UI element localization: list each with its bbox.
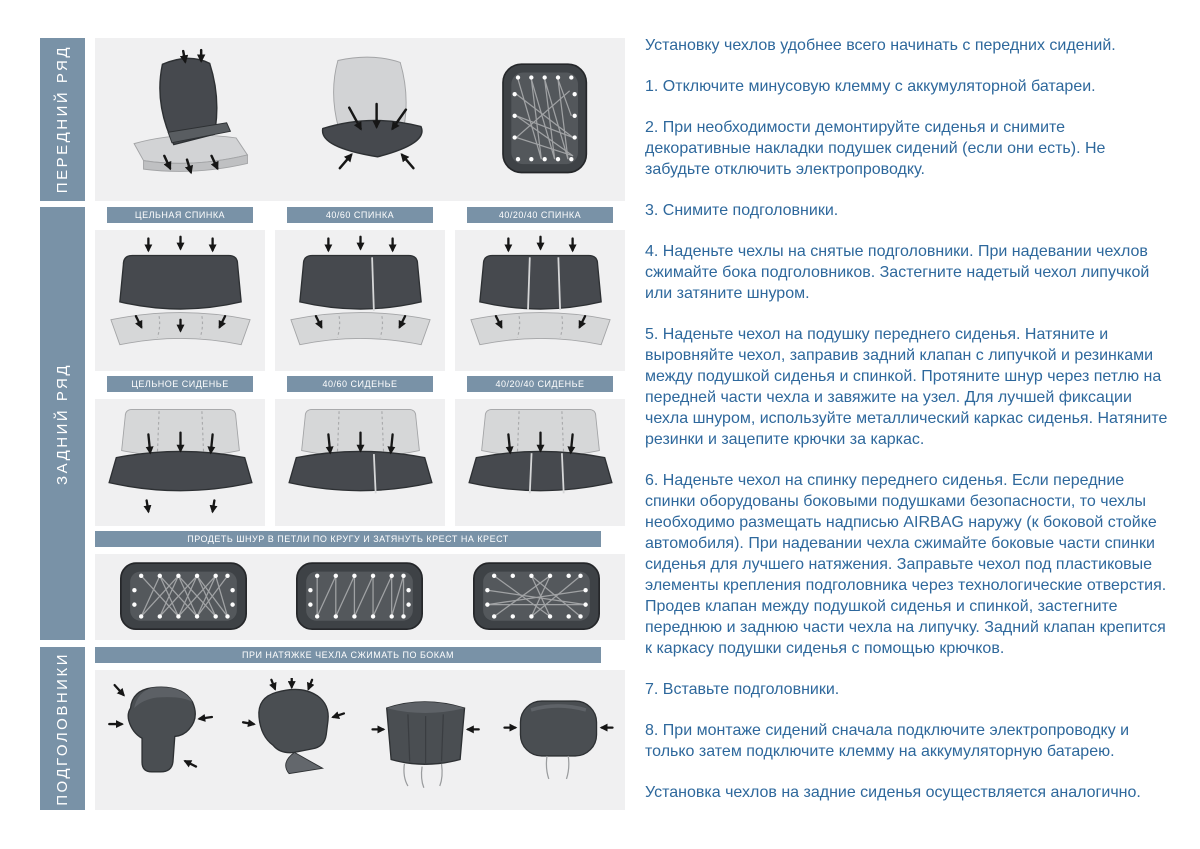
instruction-step-1: 1. Отключите минусовую клемму с аккумуля… bbox=[645, 78, 1096, 95]
rear-backrest-40-60-panel bbox=[275, 230, 445, 371]
instruction-step-3: 3. Снимите подголовники. bbox=[645, 202, 839, 219]
rear-backrest-40-20-40-illustration bbox=[469, 235, 611, 345]
headrest-panel bbox=[95, 670, 625, 810]
rear-cushion-solid-panel bbox=[95, 399, 265, 526]
cushion-panel-row bbox=[95, 399, 625, 526]
lacing-panel bbox=[95, 554, 625, 640]
instructions-column: Установку чехлов удобнее всего начинать … bbox=[645, 35, 1169, 823]
lacing-caption-row: ПРОДЕТЬ ШНУР В ПЕТЛИ ПО КРУГУ И ЗАТЯНУТЬ… bbox=[95, 531, 625, 547]
instruction-step-2: 2. При необходимости демонтируйте сидень… bbox=[645, 119, 1106, 178]
lacing-frame-illustration-1 bbox=[119, 562, 247, 631]
rear-cushion-40-20-40-panel bbox=[455, 399, 625, 526]
front-row-panel bbox=[95, 38, 625, 201]
instruction-step-8: 8. При монтаже сидений сначала подключит… bbox=[645, 722, 1130, 760]
rear-cushion-40-60-panel bbox=[275, 399, 445, 526]
rear-backrest-40-60-illustration bbox=[289, 235, 431, 345]
headrest-caption-row: ПРИ НАТЯЖКЕ ЧЕХЛА СЖИМАТЬ ПО БОКАМ bbox=[95, 647, 625, 663]
caption-solid-cushion: ЦЕЛЬНОЕ СИДЕНЬЕ bbox=[107, 376, 253, 392]
rail-front-row-label: ПЕРЕДНИЙ РЯД bbox=[54, 45, 71, 194]
caption-lacing: ПРОДЕТЬ ШНУР В ПЕТЛИ ПО КРУГУ И ЗАТЯНУТЬ… bbox=[95, 531, 601, 547]
lacing-frame-illustration-3 bbox=[473, 562, 601, 631]
rear-backrest-40-20-40-panel bbox=[455, 230, 625, 371]
front-seat-back-lacing-illustration bbox=[502, 62, 588, 173]
rail-front-row: ПЕРЕДНИЙ РЯД bbox=[40, 38, 85, 201]
lacing-frame-illustration-2 bbox=[296, 562, 424, 631]
front-seat-cushion-cover-illustration bbox=[321, 56, 423, 169]
instruction-intro: Установку чехлов удобнее всего начинать … bbox=[645, 37, 1116, 54]
caption-solid-backrest: ЦЕЛЬНАЯ СПИНКА bbox=[107, 207, 253, 223]
caption-headrests: ПРИ НАТЯЖКЕ ЧЕХЛА СЖИМАТЬ ПО БОКАМ bbox=[95, 647, 601, 663]
rear-cushion-40-20-40-illustration bbox=[467, 408, 613, 493]
rear-cushion-solid-illustration bbox=[107, 408, 253, 513]
caption-40-60-backrest: 40/60 СПИНКА bbox=[287, 207, 433, 223]
caption-40-20-40-backrest: 40/20/40 СПИНКА bbox=[467, 207, 613, 223]
instruction-step-7: 7. Вставьте подголовники. bbox=[645, 681, 840, 698]
backrest-panel-row bbox=[95, 230, 625, 371]
caption-40-20-40-cushion: 40/20/40 СИДЕНЬЕ bbox=[467, 376, 613, 392]
instruction-step-5: 5. Наденьте чехол на подушку переднего с… bbox=[645, 326, 1168, 448]
rear-backrest-solid-panel bbox=[95, 230, 265, 371]
rail-headrests: ПОДГОЛОВНИКИ bbox=[40, 647, 85, 810]
caption-40-60-cushion: 40/60 СИДЕНЬЕ bbox=[287, 376, 433, 392]
rail-headrests-label: ПОДГОЛОВНИКИ bbox=[54, 651, 71, 806]
headrest-illustration-3 bbox=[371, 701, 480, 788]
headrest-illustration-4 bbox=[503, 700, 614, 780]
rear-backrest-solid-illustration bbox=[109, 235, 251, 345]
headrest-illustration-2 bbox=[242, 678, 346, 775]
headrest-illustration-1 bbox=[107, 684, 213, 773]
instruction-step-6: 6. Наденьте чехол на спинку переднего си… bbox=[645, 472, 1167, 657]
rail-rear-row: ЗАДНИЙ РЯД bbox=[40, 207, 85, 640]
instruction-outro: Установка чехлов на задние сиденья осуще… bbox=[645, 784, 1141, 801]
backrest-caption-row: ЦЕЛЬНАЯ СПИНКА 40/60 СПИНКА 40/20/40 СПИ… bbox=[95, 207, 625, 223]
front-seat-backrest-cover-illustration bbox=[133, 48, 248, 174]
rail-rear-row-label: ЗАДНИЙ РЯД bbox=[54, 362, 71, 485]
rear-cushion-40-60-illustration bbox=[287, 408, 433, 493]
cushion-caption-row: ЦЕЛЬНОЕ СИДЕНЬЕ 40/60 СИДЕНЬЕ 40/20/40 С… bbox=[95, 376, 625, 392]
instruction-step-4: 4. Наденьте чехлы на снятые подголовники… bbox=[645, 243, 1150, 302]
